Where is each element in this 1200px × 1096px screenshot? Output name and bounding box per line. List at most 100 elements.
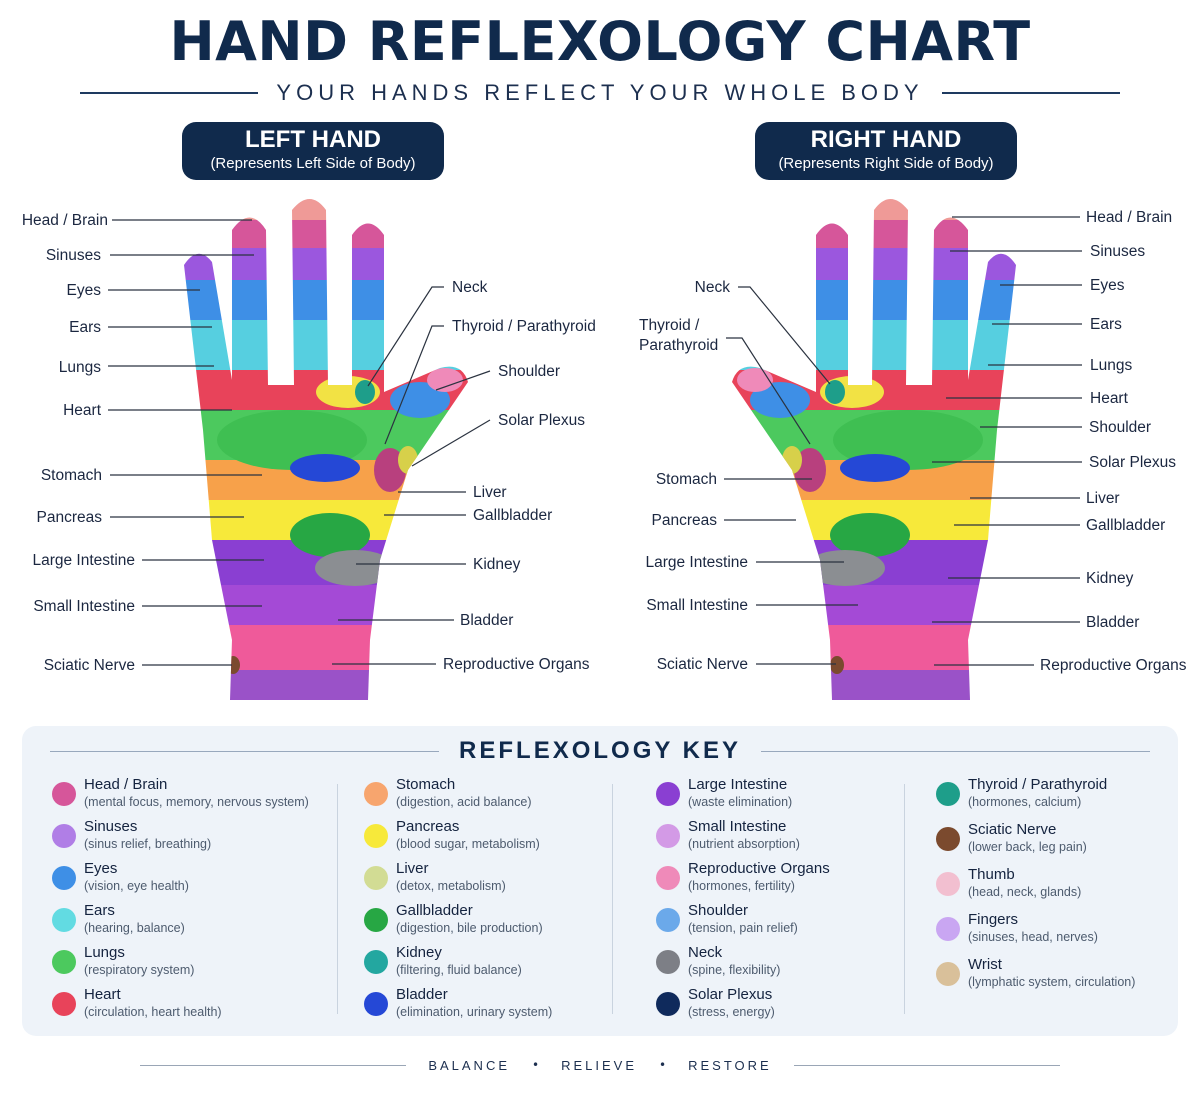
key-item-description: (spine, flexibility) [688,963,781,977]
zone-head [732,220,1016,248]
subtitle-rule-left [80,92,259,94]
footer-separator: • [659,1058,667,1072]
key-item-name: Solar Plexus [688,986,773,1003]
key-item-gallbladder: Gallbladder(digestion, bile production) [358,902,628,944]
left-label-solar-plexus: Solar Plexus [498,412,585,429]
key-item-name: Thumb [968,866,1015,883]
key-item-name: Liver [396,860,429,877]
key-color-dot [656,782,680,806]
left-label-thyroid: Thyroid / Parathyroid [452,318,596,335]
left-label-gallbladder: Gallbladder [473,507,552,524]
key-color-dot [364,950,388,974]
key-color-dot [364,908,388,932]
key-color-dot [364,782,388,806]
key-item-description: (hormones, calcium) [968,795,1082,809]
right-label-eyes: Eyes [1090,277,1125,294]
page-subtitle: YOUR HANDS REFLECT YOUR WHOLE BODY [276,80,924,105]
hands-diagram: Head / Brain Sinuses Eyes Ears Lungs Hea… [22,199,1187,700]
right-label-liver: Liver [1086,490,1120,507]
key-column-2: Stomach(digestion, acid balance)Pancreas… [358,776,628,1028]
key-item-description: (head, neck, glands) [968,885,1082,899]
key-item-sinuses: Sinuses(sinus relief, breathing) [46,818,316,860]
left-label-heart: Heart [63,402,102,419]
key-item-description: (hormones, fertility) [688,879,795,893]
key-item-description: (detox, metabolism) [396,879,506,893]
key-column-1: Head / Brain(mental focus, memory, nervo… [46,776,316,1028]
right-label-stomach: Stomach [656,471,717,488]
zone-thumb-eyes [750,382,810,418]
footer-word-restore: RESTORE [688,1057,772,1073]
subtitle-rule-right [941,92,1121,94]
key-item-name: Pancreas [396,818,460,835]
zone-eyes [184,280,468,320]
key-item-ears: Ears(hearing, balance) [46,902,316,944]
right-label-heart: Heart [1090,390,1129,407]
zone-wrist [184,670,468,700]
key-item-head-brain: Head / Brain(mental focus, memory, nervo… [46,776,316,818]
key-item-name: Kidney [396,944,442,961]
key-title-row: REFLEXOLOGY KEY [50,734,1150,768]
key-item-description: (mental focus, memory, nervous system) [84,795,309,809]
key-item-stomach: Stomach(digestion, acid balance) [358,776,628,818]
page-title: HAND REFLEXOLOGY CHART [169,10,1031,73]
key-item-name: Fingers [968,911,1019,928]
left-label-neck: Neck [452,279,488,296]
left-label-sinuses: Sinuses [46,247,101,264]
key-item-neck: Neck(spine, flexibility) [650,944,920,986]
key-item-description: (nutrient absorption) [688,837,800,851]
key-color-dot [936,962,960,986]
key-item-lungs: Lungs (respiratory system) [46,944,316,986]
zone-thyroid [825,380,845,404]
key-item-wrist: Wrist(lymphatic system, circulation) [930,956,1200,1001]
key-color-dot [364,992,388,1016]
left-hand-labels: Head / Brain Sinuses Eyes Ears Lungs Hea… [22,212,596,674]
left-label-eyes: Eyes [67,282,102,299]
right-label-head-brain: Head / Brain [1086,209,1172,226]
zone-sinuses [184,248,468,280]
key-item-name: Heart [84,986,121,1003]
left-label-kidney: Kidney [473,556,521,573]
right-hand-illustration [732,199,1016,700]
key-item-sciatic-nerve: Sciatic Nerve(lower back, leg pain) [930,821,1200,866]
key-color-dot [656,908,680,932]
key-item-description: (digestion, acid balance) [396,795,532,809]
key-item-description: (blood sugar, metabolism) [396,837,540,851]
key-column-3: Large Intestine(waste elimination)Small … [650,776,920,1028]
key-color-dot [52,782,76,806]
left-label-pancreas: Pancreas [37,509,103,526]
key-item-name: Lungs [84,944,125,961]
right-label-reproductive-organs: Reproductive Organs [1040,657,1187,674]
key-item-small-intestine: Small Intestine(nutrient absorption) [650,818,920,860]
left-label-liver: Liver [473,484,507,501]
left-hand-illustration [184,199,468,700]
key-color-dot [52,992,76,1016]
zone-gallbladder [290,513,370,557]
zone-liver [794,448,826,492]
key-item-name: Wrist [968,956,1002,973]
key-separator [612,784,613,1014]
key-item-description: (respiratory system) [84,963,195,977]
key-item-solar-plexus: Solar Plexus(stress, energy) [650,986,920,1028]
key-column-4: Thyroid / Parathyroid(hormones, calcium)… [930,776,1200,1001]
zone-fingertips [732,199,1016,220]
zone-ears [184,320,468,370]
key-title: REFLEXOLOGY KEY [459,737,741,764]
key-item-description: (sinuses, head, nerves) [968,930,1098,944]
key-item-name: Reproductive Organs [688,860,830,877]
left-label-sciatic-nerve: Sciatic Nerve [44,657,135,674]
key-color-dot [364,824,388,848]
zone-fingertips [184,199,468,220]
zone-sinuses [732,248,1016,280]
zone-solar-plexus [290,454,360,482]
right-label-neck: Neck [695,279,731,296]
zone-gallbladder [830,513,910,557]
right-label-sinuses: Sinuses [1090,243,1145,260]
key-item-name: Eyes [84,860,118,877]
zone-solar-plexus [840,454,910,482]
left-label-small-intestine: Small Intestine [33,598,135,615]
key-item-description: (hearing, balance) [84,921,185,935]
right-label-parathyroid: Parathyroid [639,337,718,354]
right-label-large-intestine: Large Intestine [645,554,748,571]
key-color-dot [52,908,76,932]
right-hand-labels: Neck Thyroid / Parathyroid Stomach Pancr… [639,209,1187,674]
